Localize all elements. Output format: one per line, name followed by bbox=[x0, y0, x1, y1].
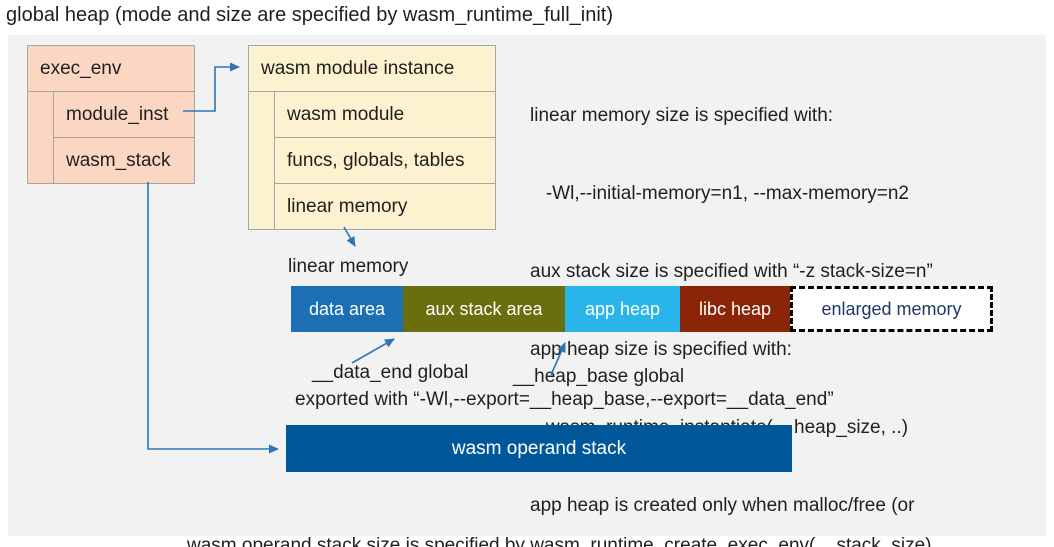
exec-env-box: exec_env module_inst wasm_stack bbox=[27, 45, 195, 184]
wasm-module-instance-box: wasm module instance wasm module funcs, … bbox=[248, 45, 496, 230]
heap-base-global-label: __heap_base global bbox=[513, 366, 685, 387]
note-line: -Wl,--initial-memory=n1, --max-memory=n2 bbox=[530, 183, 909, 204]
module-instance-row-funcs-globals-tables: funcs, globals, tables bbox=[275, 138, 495, 184]
export-note: exported with “-Wl,--export=__heap_base,… bbox=[295, 389, 834, 410]
exec-env-row-module-inst: module_inst bbox=[54, 92, 194, 138]
module-instance-row-wasm-module: wasm module bbox=[275, 92, 495, 138]
wasm-module-instance-indent-column bbox=[249, 92, 275, 229]
wasm-module-instance-header: wasm module instance bbox=[249, 46, 495, 92]
note-line: app heap is created only when malloc/fre… bbox=[530, 495, 915, 516]
footer-line-1: wasm operand stack size is specified by … bbox=[187, 535, 932, 547]
segment-libc-heap: libc heap bbox=[680, 286, 790, 332]
linear-memory-bar: data area aux stack area app heap libc h… bbox=[291, 286, 993, 332]
linear-memory-label: linear memory bbox=[288, 256, 409, 277]
segment-data-area: data area bbox=[291, 286, 403, 332]
module-instance-row-linear-memory: linear memory bbox=[287, 195, 408, 217]
note-line: app heap size is specified with: bbox=[530, 339, 792, 360]
data-end-global-label: __data_end global bbox=[312, 362, 469, 383]
diagram-title: global heap (mode and size are specified… bbox=[6, 4, 613, 26]
segment-enlarged-memory: enlarged memory bbox=[790, 286, 993, 332]
wasm-operand-stack-box: wasm operand stack bbox=[286, 425, 792, 472]
exec-env-header: exec_env bbox=[28, 46, 194, 92]
segment-aux-stack-area: aux stack area bbox=[403, 286, 565, 332]
note-line: aux stack size is specified with “-z sta… bbox=[530, 261, 933, 282]
note-line: linear memory size is specified with: bbox=[530, 105, 834, 126]
exec-env-indent-column bbox=[28, 92, 54, 183]
segment-app-heap: app heap bbox=[565, 286, 680, 332]
footer-note: wasm operand stack size is specified by … bbox=[187, 483, 932, 547]
exec-env-row-wasm-stack: wasm_stack bbox=[66, 149, 171, 171]
